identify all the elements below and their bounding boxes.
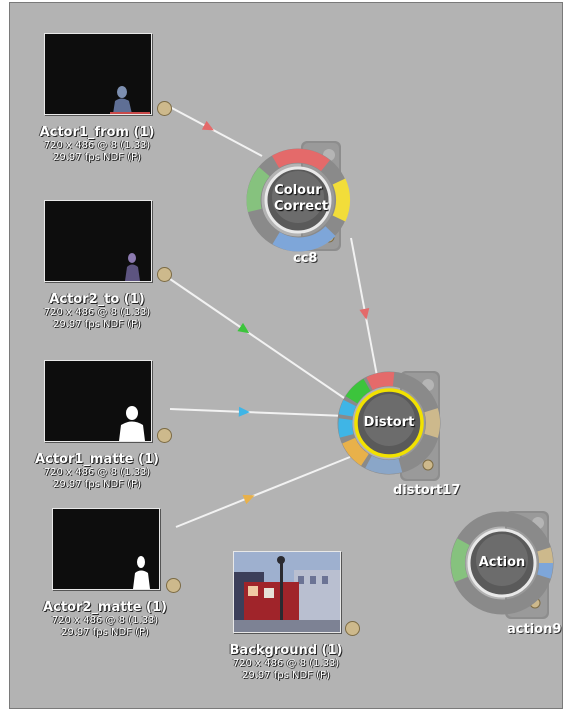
clip-framerate: 29.97 fps NDF (P): [52, 152, 141, 163]
actor-figure-image: [125, 253, 140, 281]
node-graphic: [337, 371, 441, 481]
clip-label: Actor2_to (1) 720 x 486 @ 8 (1.33) 29.97…: [10, 292, 192, 331]
clip-label: Actor2_matte (1) 720 x 486 @ 8 (1.33) 29…: [10, 600, 200, 639]
clip-name: Actor2_to (1): [49, 292, 145, 307]
output-port-dot: [422, 459, 434, 471]
matte-silhouette-image: [133, 556, 150, 589]
connection-layer: [169, 106, 378, 528]
node-name-label: cc8: [293, 251, 318, 266]
node-name-label: action9: [507, 622, 562, 637]
node-colour-correct[interactable]: Colour Correct: [235, 137, 355, 257]
clip-resolution: 720 x 486 @ 8 (1.33): [43, 467, 151, 478]
clip-thumbnail[interactable]: [52, 508, 160, 590]
street-scene-image: [234, 552, 340, 632]
output-port[interactable]: [166, 578, 181, 593]
clip-framerate: 29.97 fps NDF (P): [52, 479, 141, 490]
clip-thumbnail[interactable]: [44, 200, 152, 282]
node-title: Distort: [363, 415, 415, 430]
connection-line[interactable]: [169, 278, 348, 401]
schematic-canvas[interactable]: Actor1_from (1) 720 x 486 @ 8 (1.33) 29.…: [9, 2, 563, 709]
output-port[interactable]: [157, 267, 172, 282]
clip-framerate: 29.97 fps NDF (P): [241, 670, 330, 681]
node-graphic: [246, 141, 350, 252]
matte-silhouette-image: [119, 406, 145, 441]
clip-name: Actor2_matte (1): [43, 600, 167, 615]
clip-label: Actor1_from (1) 720 x 486 @ 8 (1.33) 29.…: [10, 125, 192, 164]
connection-line[interactable]: [169, 408, 347, 417]
node-distort[interactable]: Distort: [334, 367, 454, 487]
connection-arrow: [242, 494, 255, 505]
clip-framerate: 29.97 fps NDF (P): [60, 627, 149, 638]
output-port[interactable]: [345, 621, 360, 636]
clip-name: Background (1): [229, 643, 343, 658]
node-graphic: [450, 511, 554, 619]
clip-thumbnail[interactable]: [233, 551, 341, 633]
clip-resolution: 720 x 486 @ 8 (1.33): [43, 140, 151, 151]
output-port[interactable]: [157, 101, 172, 116]
connection-line[interactable]: [350, 237, 378, 377]
clip-resolution: 720 x 486 @ 8 (1.33): [232, 658, 340, 669]
connection-arrow: [201, 120, 214, 131]
clip-name: Actor1_from (1): [39, 125, 155, 140]
connection-arrow: [238, 406, 250, 417]
connection-line[interactable]: [169, 106, 263, 157]
clip-thumbnail[interactable]: [44, 360, 152, 442]
clip-framerate: 29.97 fps NDF (P): [52, 319, 141, 330]
clip-resolution: 720 x 486 @ 8 (1.33): [51, 615, 159, 626]
output-port[interactable]: [157, 428, 172, 443]
clip-label: Background (1) 720 x 486 @ 8 (1.33) 29.9…: [191, 643, 381, 682]
node-title: Action: [478, 555, 526, 570]
node-action[interactable]: Action: [443, 505, 562, 625]
node-title: Colour Correct: [274, 183, 329, 214]
clip-resolution: 720 x 486 @ 8 (1.33): [43, 307, 151, 318]
connection-arrow: [359, 308, 370, 320]
connection-arrow: [237, 322, 250, 334]
node-name-label: distort17: [393, 483, 461, 498]
connection-line[interactable]: [175, 456, 351, 528]
clip-thumbnail[interactable]: [44, 33, 152, 115]
actor-figure-image: [110, 86, 150, 114]
clip-label: Actor1_matte (1) 720 x 486 @ 8 (1.33) 29…: [10, 452, 192, 491]
clip-name: Actor1_matte (1): [35, 452, 159, 467]
